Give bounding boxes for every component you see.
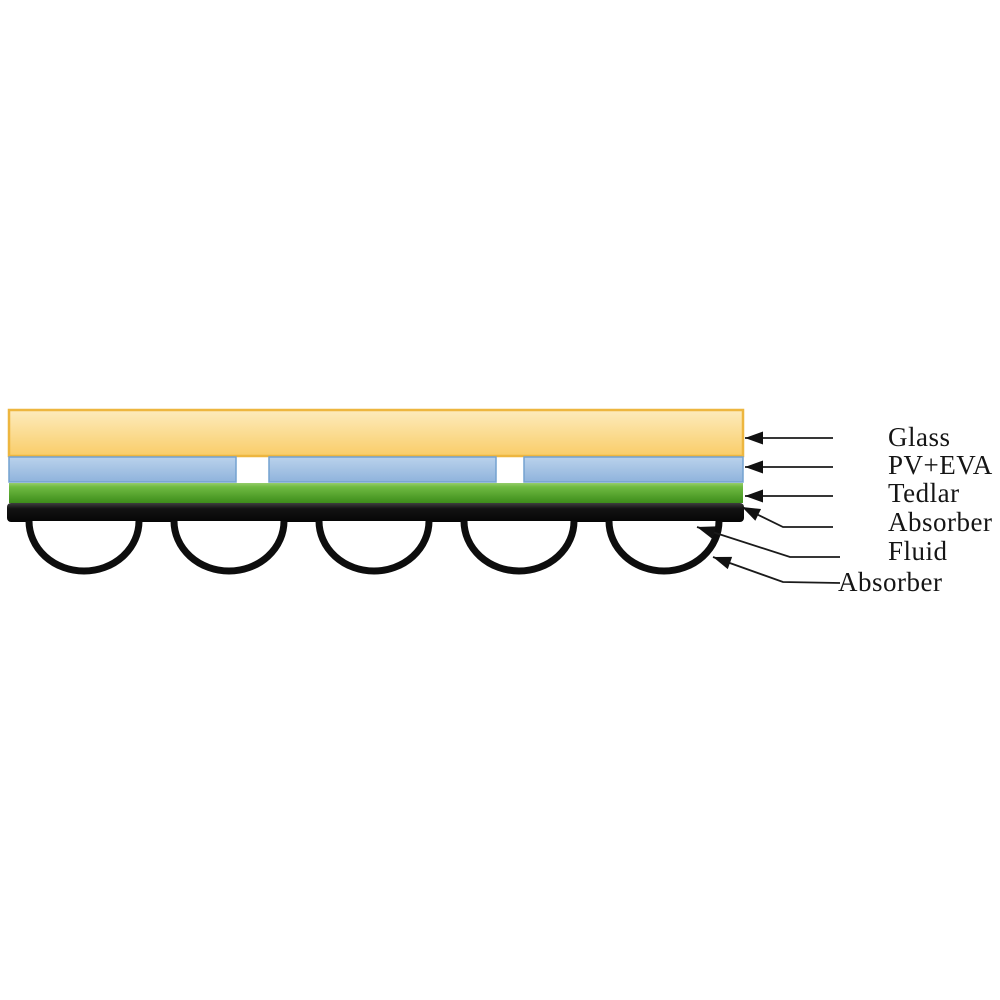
fluid-arrow <box>696 526 840 558</box>
absorber-tube-arrow <box>712 556 841 584</box>
fluid-tube-3 <box>315 520 433 575</box>
pv-eva-cell-2 <box>268 456 497 483</box>
fluid-tube-2 <box>170 520 288 575</box>
absorber-plate <box>7 503 744 522</box>
absorber-plate-label: Absorber <box>888 507 993 537</box>
fluid-label: Fluid <box>888 536 948 566</box>
absorber-tube-label: Absorber <box>838 567 943 597</box>
tedlar-label: Tedlar <box>888 478 960 508</box>
pv-eva-cell-3 <box>523 456 744 483</box>
fluid-tube-1 <box>25 520 143 575</box>
absorber-plate-arrow <box>741 506 833 528</box>
pv-eva-cell-1 <box>8 456 237 483</box>
glass-label: Glass <box>888 422 951 452</box>
fluid-tube-4 <box>460 520 578 575</box>
fluid-tube-5 <box>605 520 723 575</box>
glass-layer <box>7 408 745 458</box>
tedlar-layer <box>9 483 743 503</box>
pv-eva-label: PV+EVA <box>888 450 993 480</box>
